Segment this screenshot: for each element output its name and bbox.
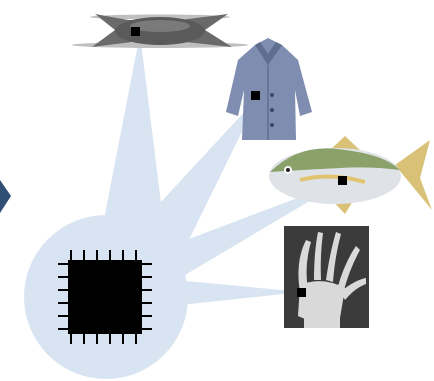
drone-icon [72, 14, 248, 48]
triangle-arrow-icon [0, 180, 11, 213]
marker-xray [297, 288, 306, 297]
marker-drone [131, 27, 140, 36]
hand-xray-icon [284, 226, 369, 328]
microchip-icon [58, 250, 152, 344]
marker-fish [338, 176, 347, 185]
ray-to-xray [175, 280, 302, 305]
marker-coat [251, 91, 260, 100]
